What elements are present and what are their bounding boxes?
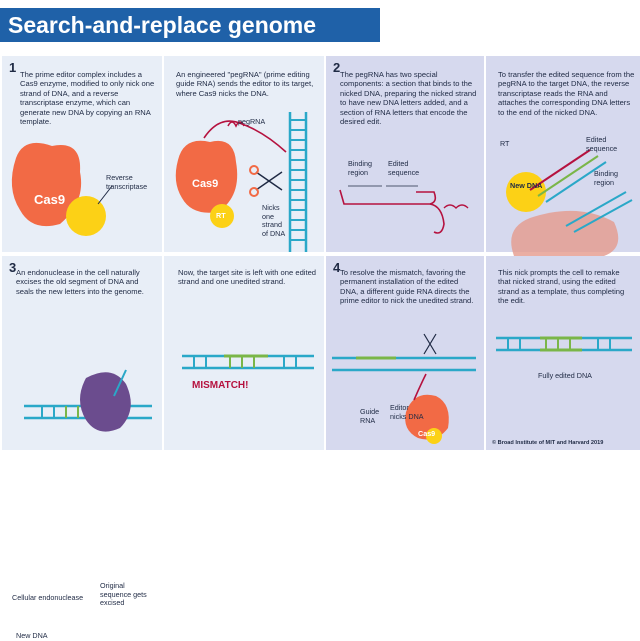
panel-text: An endonuclease in the cell naturally ex… [16,268,144,296]
second-nick-illustration [332,333,476,444]
panel-2: 2 The pegRNA has two special components:… [326,56,484,252]
panel-2b: To transfer the edited sequence from the… [486,56,640,256]
edited-label: Edited sequence [388,159,420,177]
copyright: © Broad Institute of MIT and Harvard 201… [492,440,604,446]
newdna-label: New DNA [510,181,543,190]
panel-3b: Now, the target site is left with one ed… [164,256,324,450]
rt-label: Reverse transcriptase [106,173,148,191]
cellular-label: Cellular endonuclease [12,593,84,602]
step-number: 3 [9,260,17,275]
panel-1: 1 The prime editor complex includes a Ca… [2,56,162,252]
panel-text: Now, the target site is left with one ed… [178,268,317,287]
panel-text: To transfer the edited sequence from the… [498,70,635,117]
panel-4: 4 To resolve the mismatch, favoring the … [326,256,484,450]
panel-1b: An engineered "pegRNA" (prime editing gu… [164,56,324,252]
pegrna-label: pegRNA [238,117,266,126]
rt-label: RT [216,211,226,220]
editor-label: Editor nicks DNA [390,403,424,421]
cas9-rt-illustration [11,142,113,236]
panel-text: The prime editor complex includes a Cas9… [20,70,155,127]
pegrna-illustration [175,112,308,252]
guide-label: Guide RNA [360,407,380,425]
pegrna-components-illustration [339,185,469,234]
binding-label: Binding region [594,169,618,187]
newdna-label: New DNA [16,631,48,640]
reverse-transcription-illustration [506,149,633,256]
step-number: 4 [333,260,341,275]
mismatch-illustration [182,354,314,370]
mismatch-label: MISMATCH! [192,380,249,391]
panel-text: This nick prompts the cell to remake tha… [498,268,625,306]
nicks-label: Nicks one strand of DNA [262,203,286,238]
step-number: 2 [333,60,341,75]
cas9-label: Cas9 [192,178,219,190]
step-number: 1 [9,60,17,75]
fully-label: Fully edited DNA [538,371,592,380]
cas9-label: Cas9 [34,192,66,207]
header: Search-and-replace genome editing [0,0,640,72]
endonuclease-illustration [24,369,152,432]
page-title: Search-and-replace genome editing [0,8,380,72]
original-label: Original sequence gets excised [100,581,147,608]
edited-label: Edited sequence [586,135,618,153]
fully-edited-illustration [496,336,632,352]
cas9-label: Cas9 [418,429,436,438]
panel-4b: This nick prompts the cell to remake tha… [486,256,640,450]
panel-text: An engineered "pegRNA" (prime editing gu… [176,70,314,98]
binding-label: Binding region [348,159,372,177]
panel-3: 3 An endonuclease in the cell naturally … [2,256,162,640]
panel-text: To resolve the mismatch, favoring the pe… [340,268,474,306]
rt-label: RT [500,139,510,148]
panel-text: The pegRNA has two special components: a… [340,70,477,127]
